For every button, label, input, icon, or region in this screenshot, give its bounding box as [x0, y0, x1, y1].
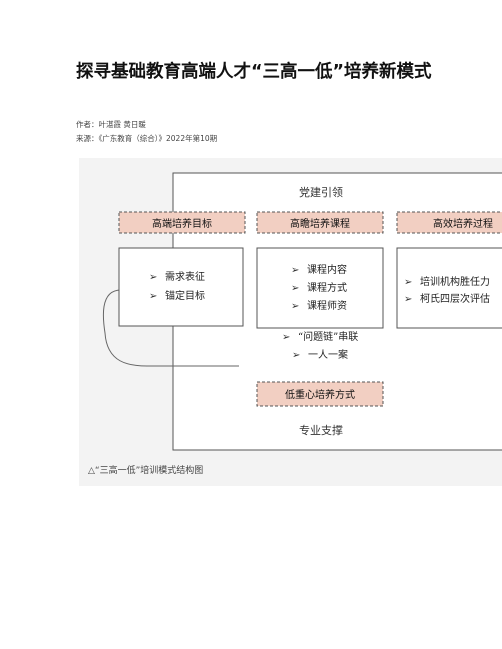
bullet-icon: ➢ [149, 272, 157, 283]
bullet-icon: ➢ [291, 301, 299, 312]
source-line: 来源：《广东教育（综合）》2022年第10期 [76, 134, 218, 143]
structure-diagram: 党建引领 高端培养目标 ➢ 需求表征 ➢ 锚定目标 高瞻培养课程 ➢ 课程内容 … [79, 158, 502, 486]
top-label: 党建引领 [299, 185, 343, 199]
bullet-icon: ➢ [404, 277, 412, 288]
author-line: 作者：叶湛霞 黄日暖 [76, 120, 146, 129]
bullet-icon: ➢ [291, 283, 299, 294]
bullet-icon: ➢ [292, 350, 300, 361]
left-connector [102, 289, 239, 367]
header-process-label: 高效培养过程 [433, 217, 493, 230]
header-goal-label: 高端培养目标 [152, 217, 212, 230]
process-item-1: 培训机构胜任力 [420, 275, 490, 288]
bullet-icon: ➢ [282, 332, 290, 343]
content-box-goal [118, 247, 244, 327]
low-center-label: 低重心培养方式 [285, 388, 355, 401]
course-item-3: 课程师资 [307, 299, 347, 312]
course-item-2: 课程方式 [307, 281, 347, 294]
article-title: 探寻基础教育高端人才“三高一低”培养新模式 [76, 62, 432, 82]
process-item-2: 柯氏四层次评估 [420, 292, 490, 305]
goal-item-2: 锚定目标 [165, 289, 205, 302]
low-center-box [256, 381, 384, 407]
bullet-icon: ➢ [404, 294, 412, 305]
goal-item-1: 需求表征 [165, 270, 205, 283]
header-box-process [396, 211, 502, 234]
bottom-label: 专业支撑 [299, 423, 343, 437]
figure-caption: △“三高一低”培训模式结构图 [88, 466, 204, 476]
bullet-icon: ➢ [149, 291, 157, 302]
content-box-course [256, 247, 384, 329]
bullet-icon: ➢ [291, 265, 299, 276]
header-course-label: 高瞻培养课程 [290, 217, 350, 230]
content-box-process [396, 247, 502, 329]
header-box-goal [118, 211, 246, 234]
course-item-1: 课程内容 [307, 263, 347, 276]
header-box-course [256, 211, 384, 234]
middle-item-2: 一人一案 [308, 348, 348, 361]
middle-item-1: “问题链”串联 [298, 330, 358, 343]
